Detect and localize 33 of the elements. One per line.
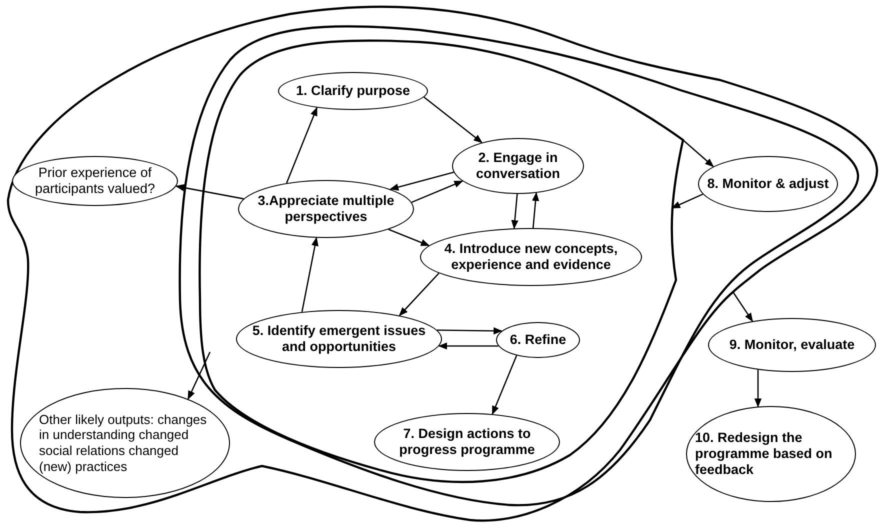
arrow xyxy=(390,172,454,191)
arrow xyxy=(754,370,762,408)
arrow xyxy=(388,228,430,246)
arrow xyxy=(398,272,440,316)
arrow xyxy=(732,292,754,322)
step-ellipse xyxy=(278,72,428,110)
arrow xyxy=(437,327,503,334)
step-label: Other likely outputs: changes in understanding changed social relations changed (new) practices xyxy=(39,412,208,474)
arrow xyxy=(682,140,714,168)
step-label: 6. Refine xyxy=(510,332,566,348)
arrow xyxy=(492,355,518,415)
arrow xyxy=(175,184,244,200)
arrow xyxy=(188,352,211,400)
step-label: Prior experience of participants valued? xyxy=(34,164,156,198)
step-label: 9. Monitor, evaluate xyxy=(729,336,855,354)
arrow xyxy=(532,192,540,228)
arrow xyxy=(438,342,498,350)
arrow xyxy=(424,96,483,144)
step-label: 10. Redesign the programme based on feedback xyxy=(695,430,834,478)
arrow xyxy=(411,180,464,203)
step-label: 2. Engage in conversation xyxy=(474,150,562,182)
step-ellipse xyxy=(496,322,580,358)
step-label: 1. Clarify purpose xyxy=(296,82,410,100)
step-label: 7. Design actions to progress programme xyxy=(398,426,536,458)
arrow xyxy=(301,236,318,312)
step-label: 4. Introduce new concepts, experience and evidence xyxy=(443,240,619,274)
arrow xyxy=(286,106,318,184)
step-label: 3.Appreciate multiple perspectives xyxy=(256,192,396,226)
arrow xyxy=(511,194,518,230)
arrow xyxy=(671,194,704,209)
step-label: 5. Identify emergent issues and opportunities xyxy=(251,322,427,356)
step-ellipse xyxy=(12,156,178,206)
step-label: 8. Monitor & adjust xyxy=(707,176,829,192)
